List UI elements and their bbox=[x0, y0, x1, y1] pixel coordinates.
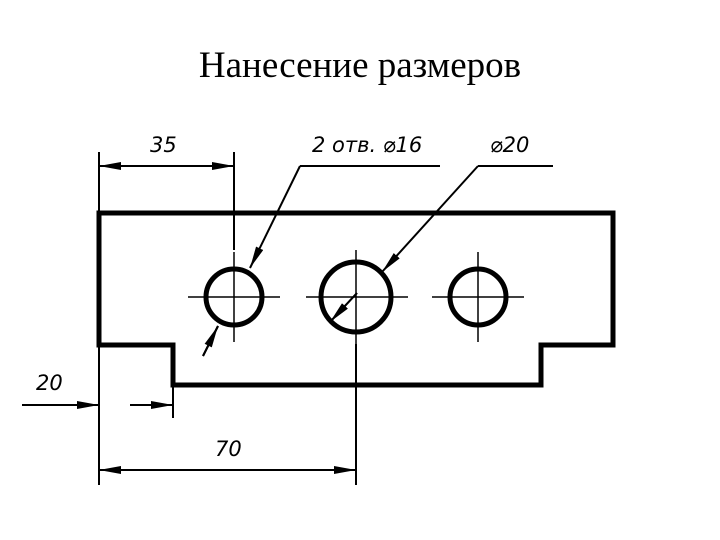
dimension-20: 20 bbox=[22, 345, 174, 485]
holes-label: 2 отв. ⌀16 bbox=[312, 133, 422, 157]
hole-left bbox=[188, 252, 280, 342]
leader-holes-d16: 2 отв. ⌀16 bbox=[202, 133, 440, 357]
leader-d20: ⌀20 bbox=[329, 133, 553, 323]
slide-title: Нанесение размеров bbox=[198, 45, 522, 86]
hole-center bbox=[306, 250, 408, 344]
dimension-20-label: 20 bbox=[36, 371, 63, 395]
dimension-35: 35 bbox=[98, 133, 235, 250]
part-outline bbox=[96, 210, 616, 388]
dimension-70-label: 70 bbox=[215, 437, 242, 461]
hole-right bbox=[432, 252, 524, 342]
d20-label: ⌀20 bbox=[490, 133, 529, 157]
dimension-70: 70 bbox=[99, 344, 357, 485]
dimension-35-label: 35 bbox=[150, 133, 177, 157]
